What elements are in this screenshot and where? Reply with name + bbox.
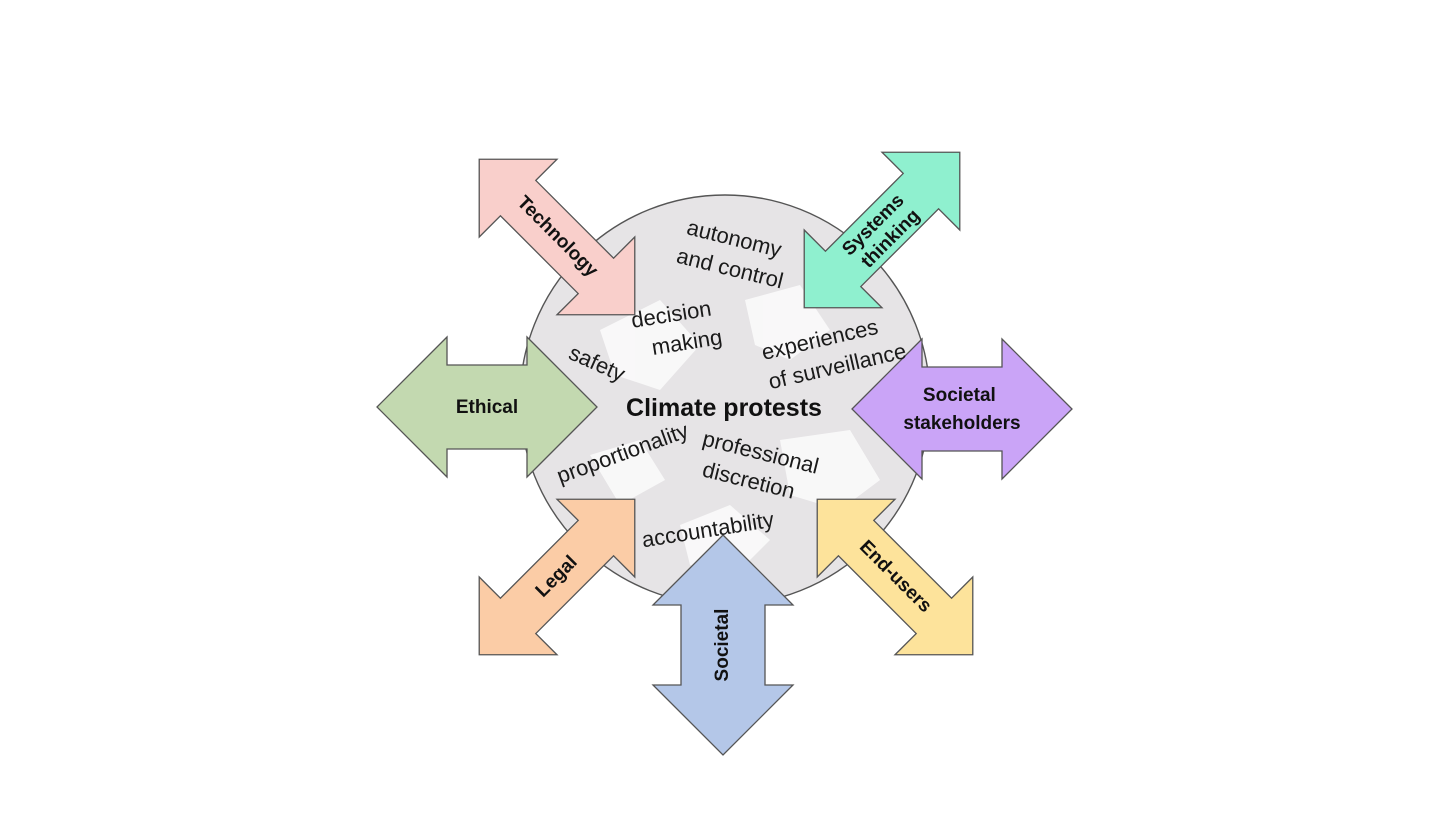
watermark-shape <box>590 440 665 505</box>
arrow-end-users-shape <box>816 498 974 656</box>
watermark-shape <box>600 300 700 390</box>
arrow-societal-shape <box>651 534 795 756</box>
arrow-societal-label: Societal <box>712 609 733 682</box>
arrow-societal-stakeholders-line-1: Societal <box>923 385 996 406</box>
arrow-societal-stakeholders-label: Societal stakeholders <box>903 385 1020 434</box>
arrow-ethical-shape <box>376 335 598 479</box>
arrow-legal-shape <box>478 498 636 656</box>
arrow-societal-stakeholders-shape <box>851 337 1073 481</box>
arrow-societal-stakeholders-line-2: stakeholders <box>903 413 1020 434</box>
arrow-ethical-label: Ethical <box>456 397 518 418</box>
arrow-systems-thinking-shape <box>803 151 961 309</box>
arrow-technology-shape <box>478 158 636 316</box>
watermark-shape <box>780 430 880 510</box>
center-title: Climate protests <box>626 394 822 422</box>
arrow-legal: Legal <box>478 498 636 656</box>
arrow-societal: Societal <box>651 534 795 756</box>
arrow-ethical: Ethical <box>376 335 598 479</box>
arrow-societal-stakeholders: Societal stakeholders <box>851 337 1073 481</box>
